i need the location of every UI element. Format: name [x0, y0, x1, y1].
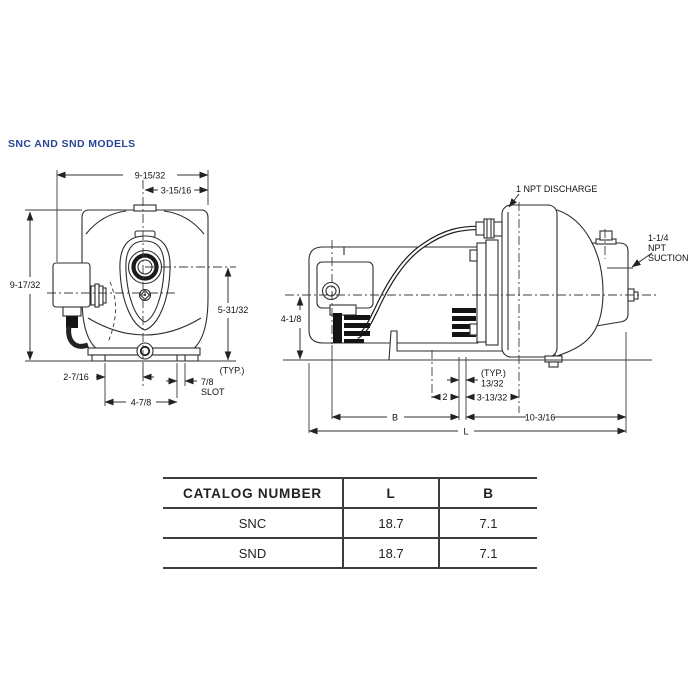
dim-front-width-half: 3-15/16	[161, 186, 192, 196]
side-view: 1 NPT DISCHARGE 1-1/4 NPT SUCTION 4-1/8 …	[281, 184, 689, 437]
front-typ-label: (TYP.)	[220, 366, 245, 376]
dim-b: B	[392, 413, 398, 423]
table-row-snd-b: 7.1	[438, 539, 537, 569]
dim-front-height-total: 9-17/32	[10, 280, 41, 290]
conduit-hole	[321, 281, 341, 301]
table-header-l: L	[342, 477, 438, 509]
table-header-b: B	[438, 477, 537, 509]
table-row-snc-b: 7.1	[438, 509, 537, 539]
front-top-tab	[133, 204, 157, 212]
dim-front-slot-offset: 2-7/16	[63, 372, 89, 382]
table-row-snd-catalog: SND	[163, 539, 342, 569]
discharge-label: 1 NPT DISCHARGE	[516, 184, 597, 194]
dim-two: 2	[442, 392, 447, 402]
conduit-pigtail	[66, 325, 89, 349]
pump-bell	[554, 209, 604, 357]
suction-label-3: SUCTION	[648, 253, 689, 263]
dim-right-length: 10-3/16	[525, 413, 556, 423]
side-typ-label: (TYP.)	[481, 368, 506, 378]
dim-front-port-height: 5-31/32	[218, 305, 249, 315]
table-header-catalog: CATALOG NUMBER	[163, 477, 342, 509]
conduit-connector	[66, 316, 78, 328]
front-drain-plug	[136, 342, 154, 360]
casing-plate	[501, 204, 558, 358]
suction-label-2: NPT	[648, 243, 667, 253]
dim-side-slot-width: 13/32	[481, 379, 504, 389]
dim-front-width-total: 9-15/32	[135, 171, 166, 181]
front-slot-label: SLOT	[201, 387, 225, 397]
suction-label-1: 1-1/4	[648, 233, 669, 243]
page-title: SNC AND SND MODELS	[8, 138, 136, 150]
dim-front-slot-span: 4-7/8	[131, 398, 152, 408]
pressure-switch	[329, 304, 357, 316]
table-row-snc-l: 18.7	[342, 509, 438, 539]
dimension-table: CATALOG NUMBER L B SNC 18.7 7.1 SND 18.7…	[163, 477, 537, 569]
check-valve-fitting	[475, 221, 485, 236]
dim-l: L	[463, 427, 468, 437]
front-view: 9-15/32 3-15/16 9-17/32 5-31/32 (TYP.) 2…	[10, 170, 249, 408]
pump-flange	[476, 242, 487, 343]
table-row-snc-catalog: SNC	[163, 509, 342, 539]
dim-front-slot-width: 7/8	[201, 377, 214, 387]
front-junction-box	[52, 262, 91, 308]
motor-fins	[452, 308, 476, 313]
dim-slot-to-center: 3-13/32	[477, 393, 508, 403]
table-row-snd-l: 18.7	[342, 539, 438, 569]
dim-centerline-height: 4-1/8	[281, 314, 302, 324]
